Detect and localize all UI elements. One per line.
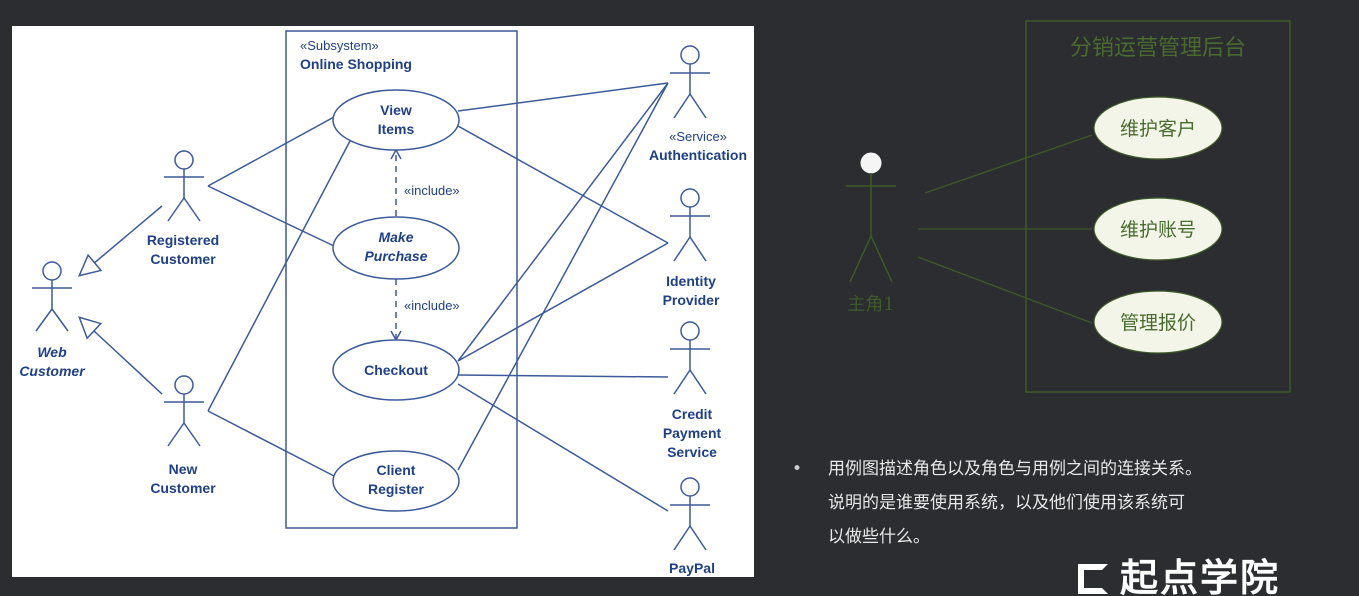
actor-web-customer-label-2: Customer (19, 363, 86, 379)
brand-logo: 起点学院 (1078, 556, 1338, 596)
actor-paypal-label: PayPal (669, 560, 715, 576)
description-item: • 用例图描述角色以及角色与用例之间的连接关系。 说明的是谁要使用系统，以及他们… (792, 452, 1352, 554)
include-label-2: «include» (404, 298, 460, 313)
actor-new-customer-figure (164, 375, 204, 447)
subsystem-boundary (285, 30, 518, 529)
usecase-client-register (332, 450, 460, 512)
description-line-2: 说明的是谁要使用系统，以及他们使用该系统可 (828, 493, 1185, 513)
usecase-view-items-label-1: View (380, 102, 412, 118)
actor-credit-payment-figure (670, 321, 710, 395)
generalization-new (78, 316, 163, 395)
usecase-make-purchase (332, 216, 460, 280)
uml-diagram-panel: «Subsystem» Online Shopping View Items M… (12, 26, 754, 577)
right-usecase-diagram: 分销运营管理后台 主角1 维护客户 维护账号 管理报价 (846, 20, 1291, 393)
usecase-client-register-label-2: Register (368, 481, 425, 497)
logo-mark-icon (1078, 564, 1108, 594)
system-boundary (1025, 20, 1291, 393)
actor-authentication-figure (670, 45, 710, 119)
assoc-registered-view (207, 116, 335, 187)
actor-identity-provider-label-2: Provider (663, 292, 720, 308)
actor-credit-payment-label-2: Payment (663, 425, 722, 441)
assoc-registered-purchase (207, 185, 335, 247)
include-label-1: «include» (404, 183, 460, 198)
usecase-view-items (332, 89, 460, 151)
right-usecase-3 (1093, 290, 1223, 354)
generalization-registered (77, 205, 163, 277)
logo-text: 起点学院 (1120, 556, 1281, 596)
subsystem-name: Online Shopping (300, 56, 412, 72)
uml-diagram-svg: «Subsystem» Online Shopping View Items M… (19, 30, 747, 576)
actor-identity-provider-figure (670, 188, 710, 262)
actor-registered-customer-label-2: Customer (150, 251, 216, 267)
actor-new-customer-label-1: New (169, 461, 198, 477)
assoc-checkout-identity (457, 242, 669, 362)
subsystem-stereotype: «Subsystem» (300, 38, 379, 53)
actor-identity-provider-label-1: Identity (666, 273, 716, 289)
description-list: • 用例图描述角色以及角色与用例之间的连接关系。 说明的是谁要使用系统，以及他们… (792, 452, 1352, 554)
usecase-checkout-label: Checkout (364, 362, 428, 378)
usecase-checkout (332, 339, 460, 401)
usecase-make-purchase-label-1: Make (378, 229, 413, 245)
right-actor-label: 主角1 (847, 294, 894, 315)
description-line-3: 以做些什么。 (828, 527, 930, 547)
actor-authentication-label: Authentication (649, 147, 747, 163)
actor-registered-customer-figure (164, 150, 204, 222)
assoc-checkout-paypal (457, 383, 669, 512)
right-actor-figure (846, 152, 896, 283)
usecase-client-register-label-1: Client (377, 462, 416, 478)
right-usecase-2-label: 维护账号 (1120, 219, 1196, 241)
assoc-new-register (207, 410, 335, 477)
usecase-view-items-label-2: Items (378, 121, 415, 137)
right-usecase-1 (1093, 96, 1223, 160)
assoc-new-view (207, 140, 351, 412)
right-assoc-1 (924, 134, 1093, 194)
description-line-1: 用例图描述角色以及角色与用例之间的连接关系。 (828, 459, 1202, 479)
actor-credit-payment-label-1: Credit (672, 406, 713, 422)
actor-paypal-figure (670, 477, 710, 551)
right-usecase-2 (1093, 197, 1223, 261)
actor-credit-payment-label-3: Service (667, 444, 717, 460)
right-assoc-3 (917, 256, 1093, 324)
right-usecase-3-label: 管理报价 (1120, 312, 1196, 334)
assoc-checkout-auth (457, 82, 669, 362)
actor-registered-customer-label-1: Registered (147, 232, 219, 248)
actor-web-customer-figure (32, 261, 72, 332)
system-title: 分销运营管理后台 (1070, 36, 1246, 61)
actor-authentication-stereotype: «Service» (669, 129, 727, 144)
right-usecase-1-label: 维护客户 (1120, 118, 1196, 140)
actor-web-customer-label-1: Web (37, 344, 67, 360)
assoc-view-identity (457, 125, 669, 244)
assoc-checkout-credit (457, 374, 669, 378)
actor-new-customer-label-2: Customer (150, 480, 216, 496)
assoc-view-auth (457, 82, 669, 112)
bullet-icon: • (792, 459, 803, 479)
assoc-register-auth (457, 82, 669, 471)
usecase-make-purchase-label-2: Purchase (364, 248, 427, 264)
